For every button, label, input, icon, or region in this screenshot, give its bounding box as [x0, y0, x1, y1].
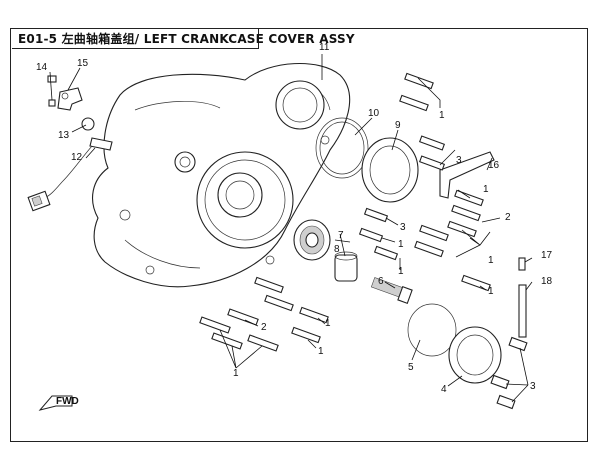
callout-1-i: 1: [233, 368, 239, 379]
callout-7: 7: [338, 230, 344, 241]
callout-2-a: 2: [505, 212, 511, 223]
bracket-15: [57, 87, 83, 111]
callout-1-b: 1: [483, 184, 489, 195]
callout-18: 18: [541, 276, 553, 287]
forward-badge-label: FWD: [56, 396, 79, 407]
cover-4: [448, 326, 502, 384]
callout-labels: 11 10 9 1 3 16 1 2 1 3 1 1 8 7 6 5 4 3 1…: [36, 42, 553, 395]
screw-14: [47, 75, 57, 107]
callout-1-c: 1: [488, 255, 494, 266]
callout-1-e: 1: [398, 266, 404, 277]
bearing-8: [293, 219, 331, 261]
callout-6: 6: [378, 276, 384, 287]
callout-13: 13: [58, 130, 70, 141]
pin-17: [518, 257, 526, 271]
callout-3-c: 3: [530, 381, 536, 392]
callout-8: 8: [334, 244, 340, 255]
callout-1-f: 1: [488, 286, 494, 297]
callout-17: 17: [541, 250, 553, 261]
callout-1-d: 1: [398, 239, 404, 250]
callout-10: 10: [368, 108, 380, 119]
bushing-7: [334, 251, 358, 282]
callout-3-b: 3: [400, 222, 406, 233]
pin-18: [518, 284, 527, 338]
callout-15: 15: [77, 58, 89, 69]
gasket-10: [315, 117, 369, 179]
gasket-5: [407, 303, 457, 357]
callout-1-a: 1: [439, 110, 445, 121]
callout-4: 4: [441, 384, 447, 395]
callout-16: 16: [488, 160, 500, 171]
diagram-frame: [10, 28, 588, 442]
callout-12: 12: [71, 152, 83, 163]
callout-2-b: 2: [261, 322, 267, 333]
callout-5: 5: [408, 362, 414, 373]
bracket-16: [439, 151, 495, 199]
callout-14: 14: [36, 62, 48, 73]
leader-lines: [49, 54, 533, 403]
callout-9: 9: [395, 120, 401, 131]
callout-1-g: 1: [325, 318, 331, 329]
forward-arrow-icon: FWD: [38, 395, 79, 411]
callout-1-h: 1: [318, 346, 324, 357]
callout-11: 11: [319, 42, 330, 53]
title-box: E01-5 左曲轴箱盖组/ LEFT CRANKCASE COVER ASSY: [12, 29, 355, 49]
diagram-title: E01-5 左曲轴箱盖组/ LEFT CRANKCASE COVER ASSY: [18, 32, 355, 46]
bolt-group: [199, 72, 528, 410]
callout-3-a: 3: [456, 155, 462, 166]
cover-9: [361, 137, 419, 203]
bolt-6: [370, 277, 413, 304]
crankcase-cover: [92, 62, 351, 288]
sensor-harness: [27, 117, 113, 212]
